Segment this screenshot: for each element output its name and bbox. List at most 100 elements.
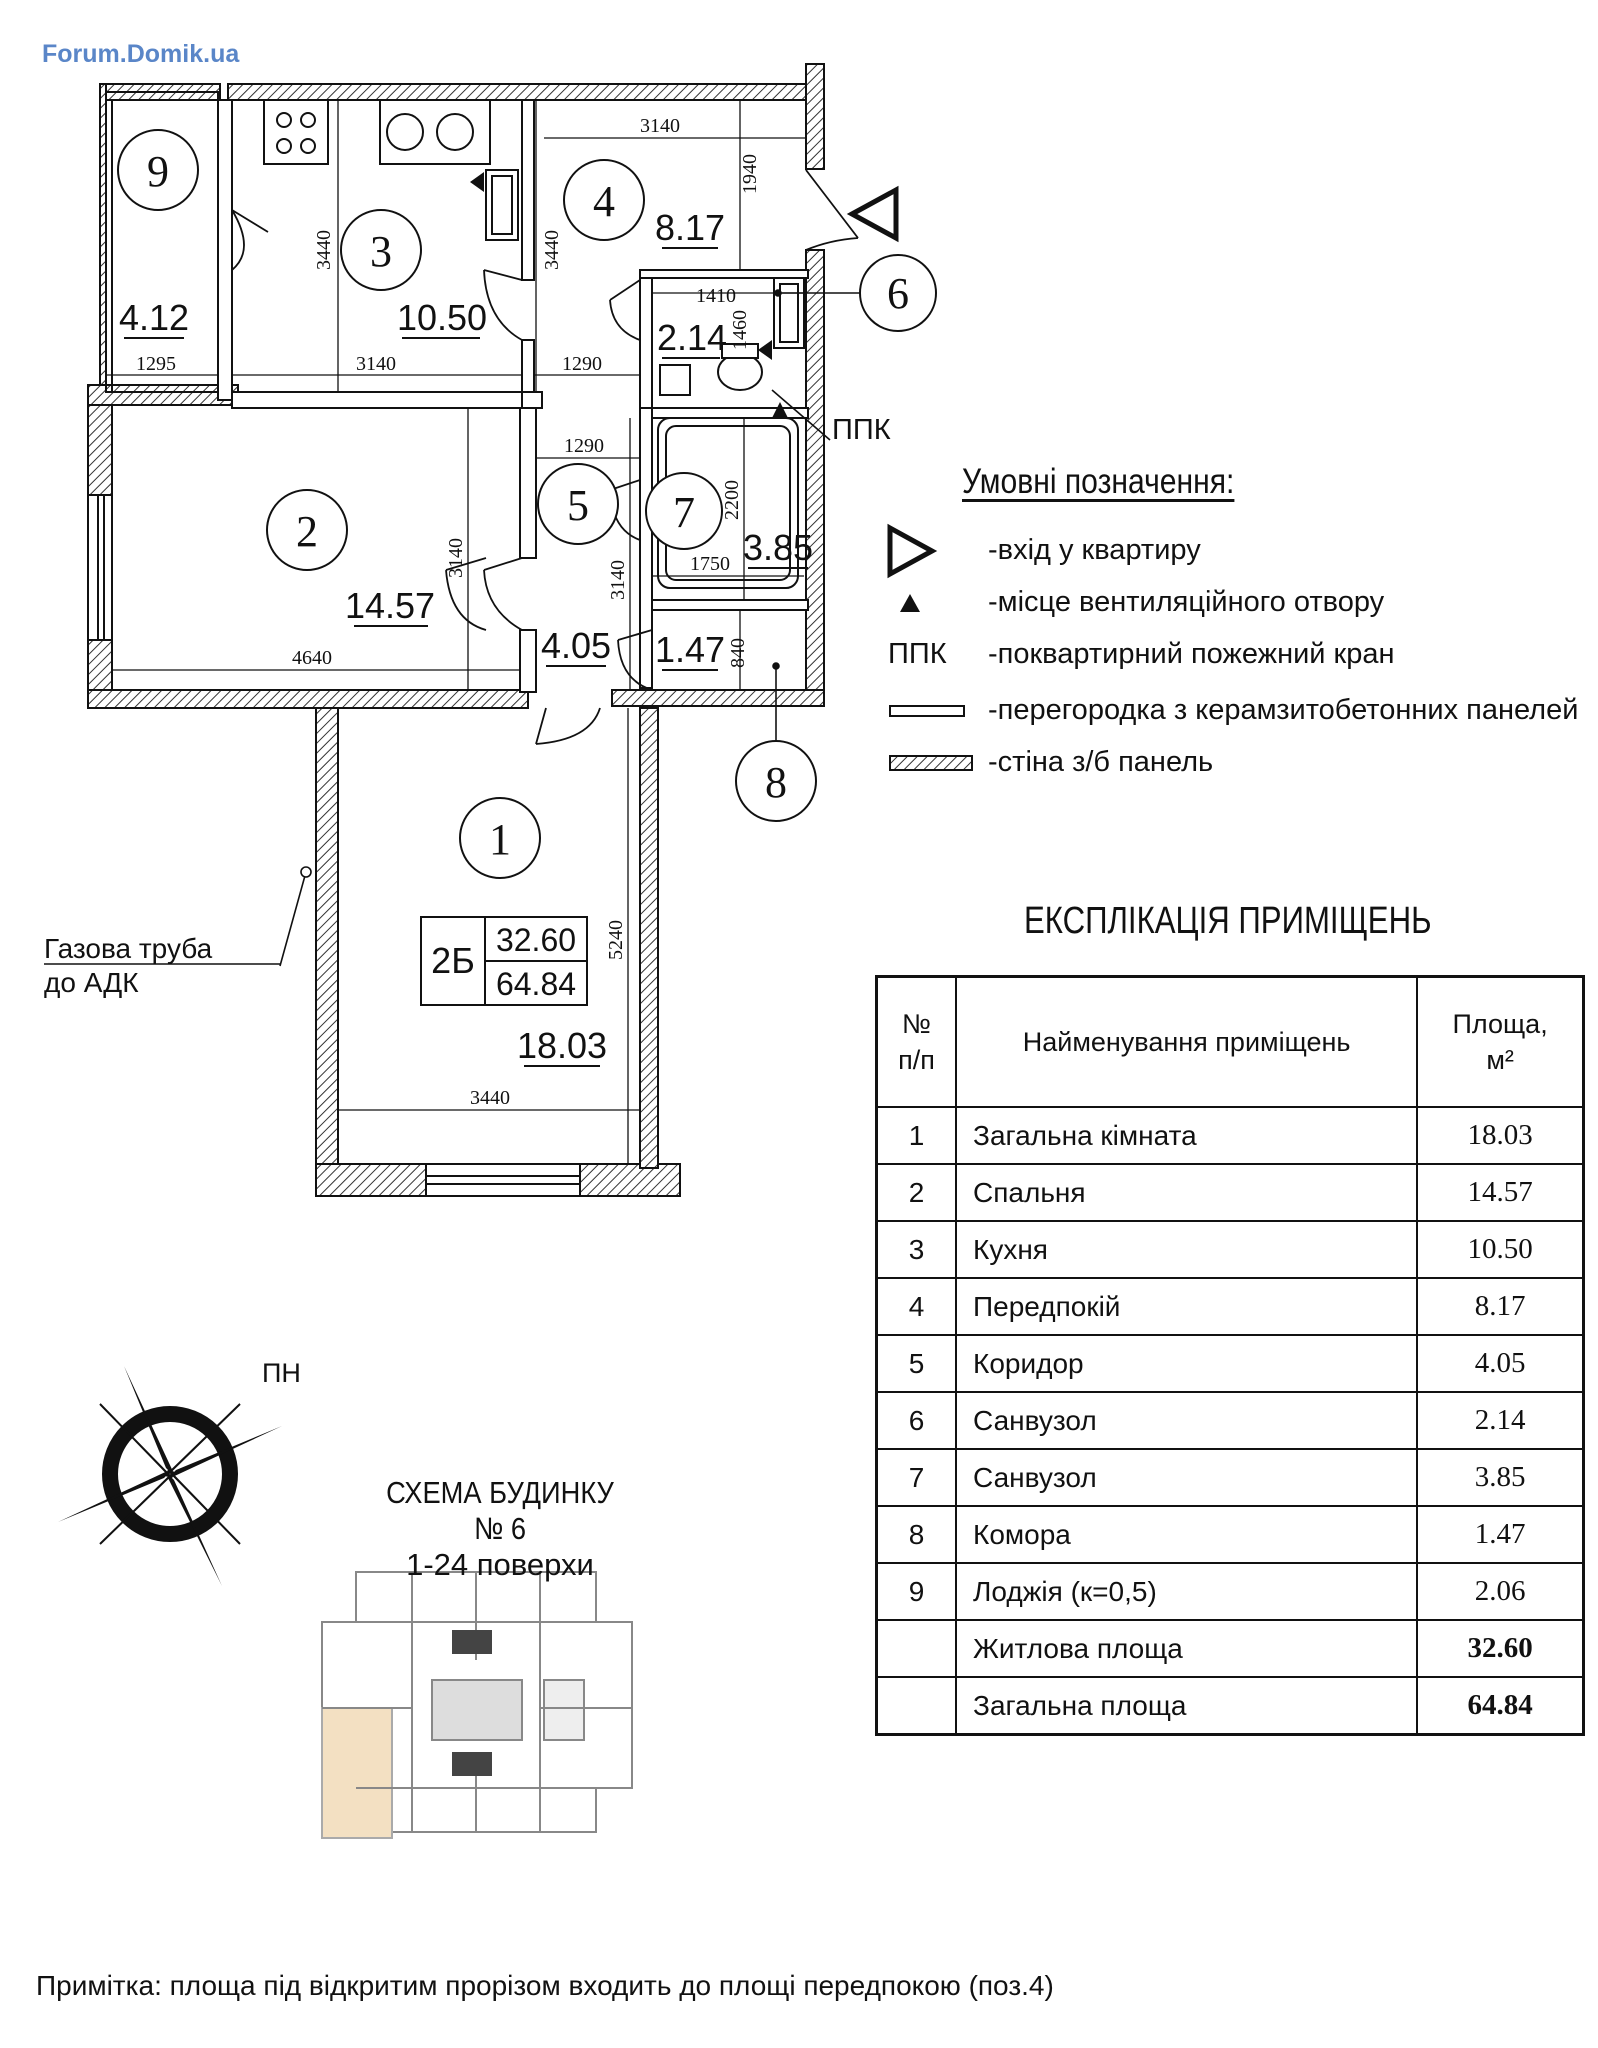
row-no: 8 [875,1505,958,1564]
room-circle [117,129,199,211]
header-area-text: Площа, м² [1452,1009,1548,1075]
compass-label: ПН [262,1358,301,1388]
room-circle [340,209,422,291]
legend-partition-icon [889,705,965,717]
row-no: 5 [875,1334,958,1393]
row-area: 4.05 [1416,1334,1585,1393]
legend-text: -місце вентиляційного отвору [988,586,1385,618]
dim-text: 3140 [356,353,396,375]
header-name-text: Найменування приміщень [1022,1027,1351,1057]
legend-text: -стіна з/б панель [988,746,1214,778]
room-area: 1.47 [655,629,725,670]
row-name: Санвузол [955,1391,1419,1450]
total-area: 32.60 [1416,1619,1585,1678]
vent-shafts [485,169,805,349]
row-name: Лоджія (к=0,5) [955,1562,1419,1621]
row-area: 10.50 [1416,1220,1585,1279]
total-name: Житлова площа [955,1619,1419,1678]
dim-text: 1460 [729,310,751,350]
room-area: 3.85 [743,527,813,568]
legend-ppk-symbol: ППК [888,638,947,670]
legend-text: -вхід у квартиру [988,534,1201,566]
room-area: 14.57 [345,585,435,626]
scheme-title: СХЕМА БУДИНКУ № 6 1-24 поверхи [355,1475,645,1583]
header-name: Найменування приміщень [955,975,1419,1108]
gas-pipe-line2: до АДК [44,967,139,998]
row-area: 8.17 [1416,1277,1585,1336]
legend-wall-icon [889,755,973,771]
entrance-icon [846,185,899,243]
row-area: 3.85 [1416,1448,1585,1507]
dimension-lines [106,100,806,1164]
room-numbers: 9 3 4 6 5 7 2 8 1 [147,147,909,864]
room-markers [117,129,937,879]
dim-text: 3440 [541,230,563,270]
row-name: Кухня [955,1220,1419,1279]
area-underlines [124,247,808,1067]
building-scheme [321,1571,633,1839]
dim-text: 840 [727,638,749,668]
loggia [105,91,219,393]
dim-text: 3440 [470,1087,510,1109]
row-no: 2 [875,1163,958,1222]
room-areas: 4.12 10.50 8.17 2.14 3.85 14.57 4.05 1.4… [119,207,813,1066]
total-no [875,1619,958,1678]
row-no: 3 [875,1220,958,1279]
legend-title: Умовні позначення: [962,462,1235,501]
room-circle [645,472,723,550]
total-area: 64.84 [1416,1676,1585,1736]
partitions [217,99,809,693]
scheme-title-text: СХЕМА БУДИНКУ № 6 [386,1475,614,1546]
header-area: Площа, м² [1416,975,1585,1108]
room-area: 2.14 [657,317,727,358]
dim-text: 1295 [136,353,176,375]
row-area: 2.06 [1416,1562,1585,1621]
dim-text: 3140 [445,538,467,578]
dim-text: 1290 [564,435,604,457]
leader-lines [279,289,860,967]
legend-entrance-icon [887,523,938,579]
room-area: 4.12 [119,297,189,338]
apartment-total-area: 64.84 [495,966,577,1002]
dim-text: 2200 [721,480,743,520]
legend-text: -поквартирний пожежний кран [988,638,1395,670]
legend-vent-icon [900,594,920,612]
row-area: 1.47 [1416,1505,1585,1564]
apartment-type: 2Б [422,918,486,1004]
row-name: Коридор [955,1334,1419,1393]
toilet [659,343,763,396]
windows [87,494,581,1197]
room-number: 5 [567,481,589,530]
row-no: 4 [875,1277,958,1336]
apartment-stamp: 2Б 32.60 64.84 [420,916,588,1006]
room-number: 2 [296,507,318,556]
kitchen-stove [263,99,329,165]
dimension-texts: 3140 1940 3440 3440 1410 1460 1295 3140 … [136,115,761,1109]
row-no: 7 [875,1448,958,1507]
dim-text: 3140 [607,560,629,600]
room-area: 4.05 [541,625,611,666]
room-area: 10.50 [397,297,487,338]
scheme-subtitle: 1-24 поверхи [406,1547,594,1582]
footnote: Примітка: площа під відкритим прорізом в… [36,1970,1054,2001]
dim-text: 1940 [739,154,761,194]
row-name: Комора [955,1505,1419,1564]
gas-pipe-line1: Газова труба [44,933,213,964]
explication-table: № п/п Найменування приміщень Площа, м² 1… [875,975,1585,1736]
row-name: Спальня [955,1163,1419,1222]
row-area: 18.03 [1416,1106,1585,1165]
row-name: Санвузол [955,1448,1419,1507]
kitchen-sink [379,99,491,165]
row-name: Передпокій [955,1277,1419,1336]
room-number: 9 [147,147,169,196]
header-no: № п/п [875,975,958,1108]
